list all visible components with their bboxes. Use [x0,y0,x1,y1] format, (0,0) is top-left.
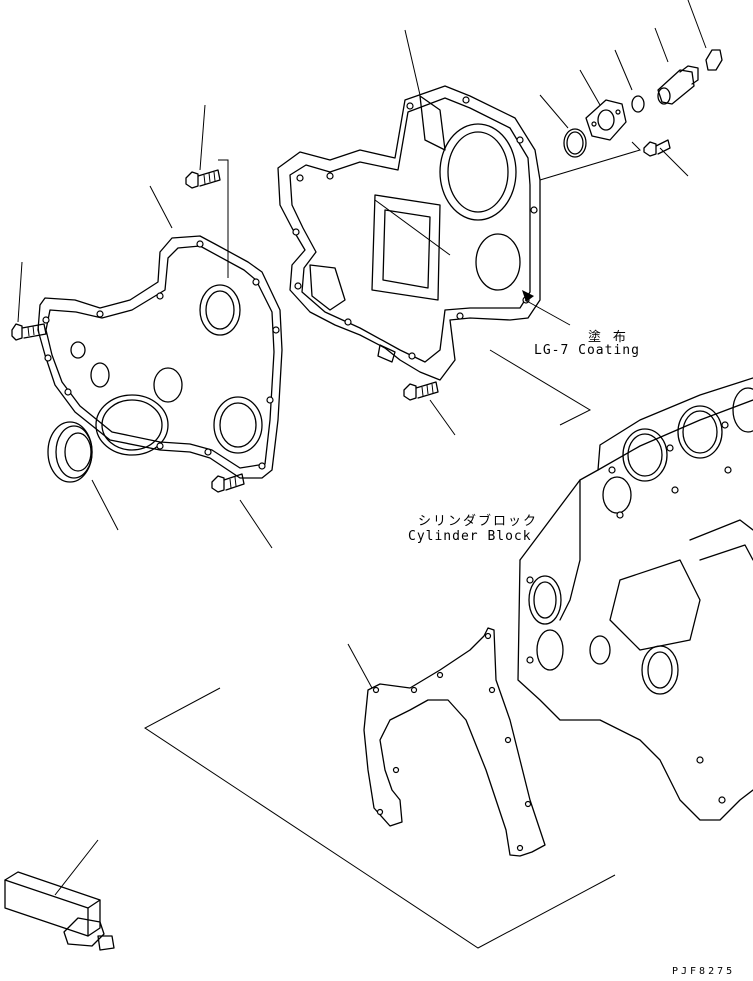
special-tool [4,871,115,951]
gear-housing [277,85,541,381]
bolt-front-cover-left [11,323,47,341]
bolt-front-cover-top [185,169,221,189]
plug [657,65,699,105]
coating-label-en: LG-7 Coating [534,343,640,358]
cylinder-block-label-en: Cylinder Block [408,529,532,544]
snap-ring [705,49,723,71]
o-ring-small [631,95,645,113]
coating-label-jp: 塗 布 [588,330,628,345]
cylinder-block [517,377,753,821]
front-cover [37,235,283,479]
bolt-front-cover-bottom [211,473,245,493]
gasket [363,627,546,857]
oil-seal [47,421,93,483]
leader-lines [17,0,707,949]
cover-plate [585,99,627,141]
o-ring-large [563,128,587,158]
drawing-code: PJF8275 [672,966,736,977]
cylinder-block-label-jp: シリンダブロック [418,514,539,529]
bolt-gear-housing [403,381,439,401]
bolt-cover-plate [643,139,671,157]
